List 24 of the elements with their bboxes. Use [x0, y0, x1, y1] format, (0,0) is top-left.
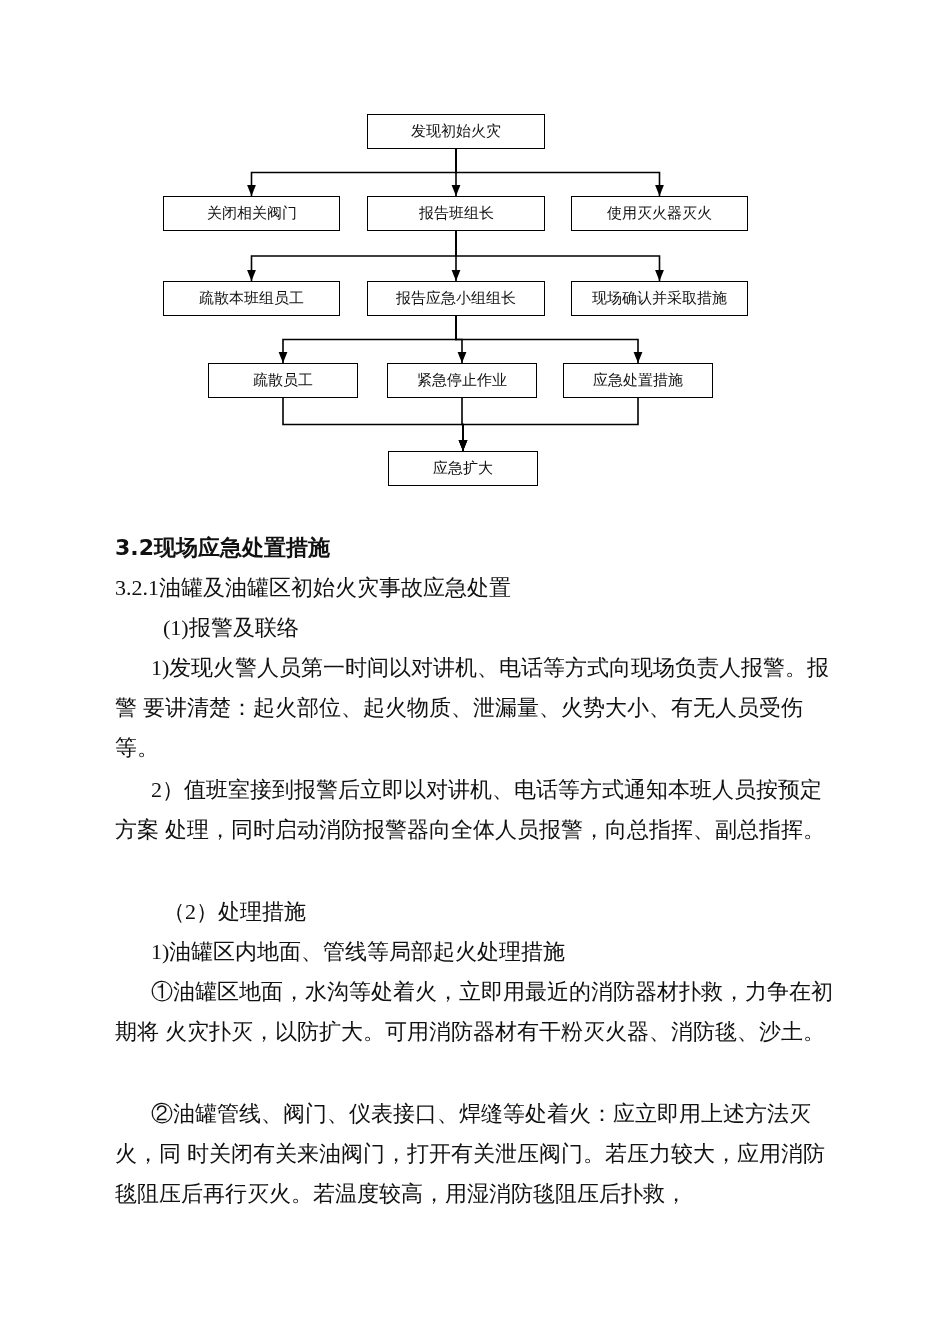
process-box: 紧急停止作业 [387, 363, 537, 398]
arrow [458, 397, 639, 452]
process-box: 使用灭火器灭火 [571, 196, 748, 231]
process-box: 关闭相关阀门 [163, 196, 340, 231]
process-box: 报告应急小组组长 [367, 281, 545, 316]
paragraph-text: 1)发现火警人员第一时间以对讲机、电话等方式向现场负责人报警。报警 要讲清楚：起火部位、起火物质、泄漏量、火势大小、有无人员受伤等。 [115, 654, 831, 762]
section-heading: 3.2现场应急处置措施 [115, 534, 331, 562]
paragraph-text: 2）值班室接到报警后立即以对讲机、电话等方式通知本班人员按预定方案 处理，同时启动消防报警器向全体人员报警，向总指挥、副总指挥。 [115, 776, 826, 844]
subheading: 1)油罐区内地面、管线等局部起火处理措施 [150, 938, 567, 966]
arrow [455, 230, 664, 282]
process-box: 应急处置措施 [563, 363, 713, 398]
paragraph-text: ①油罐区地面，水沟等处着火，立即用最近的消防器材扑救，力争在初期将 火灾扑灭，以防扩大。可用消防器材有干粉灭火器、消防毯、沙土。 [115, 978, 834, 1046]
process-box: 发现初始火灾 [367, 114, 545, 149]
process-box: 疏散本班组员工 [163, 281, 340, 316]
arrow [455, 315, 643, 364]
paragraph-text: ②油罐管线、阀门、仪表接口、焊缝等处着火：应立即用上述方法灭火，同 时关闭有关来油阀门，打开有关泄压阀门。若压力较大，应用消防毯阻压后再行灭火。若温度较高，用湿消防毯阻压后扑救， [115, 1100, 826, 1208]
subheading: 3.2.1油罐及油罐区初始火灾事故应急处置 [115, 574, 512, 602]
process-box: 应急扩大 [388, 451, 538, 486]
subheading: (1)报警及联络 [163, 614, 300, 642]
process-box: 报告班组长 [367, 196, 545, 231]
arrow [455, 148, 664, 197]
process-box: 疏散员工 [208, 363, 358, 398]
process-box: 现场确认并采取措施 [571, 281, 748, 316]
subheading: （2）处理措施 [163, 898, 307, 926]
